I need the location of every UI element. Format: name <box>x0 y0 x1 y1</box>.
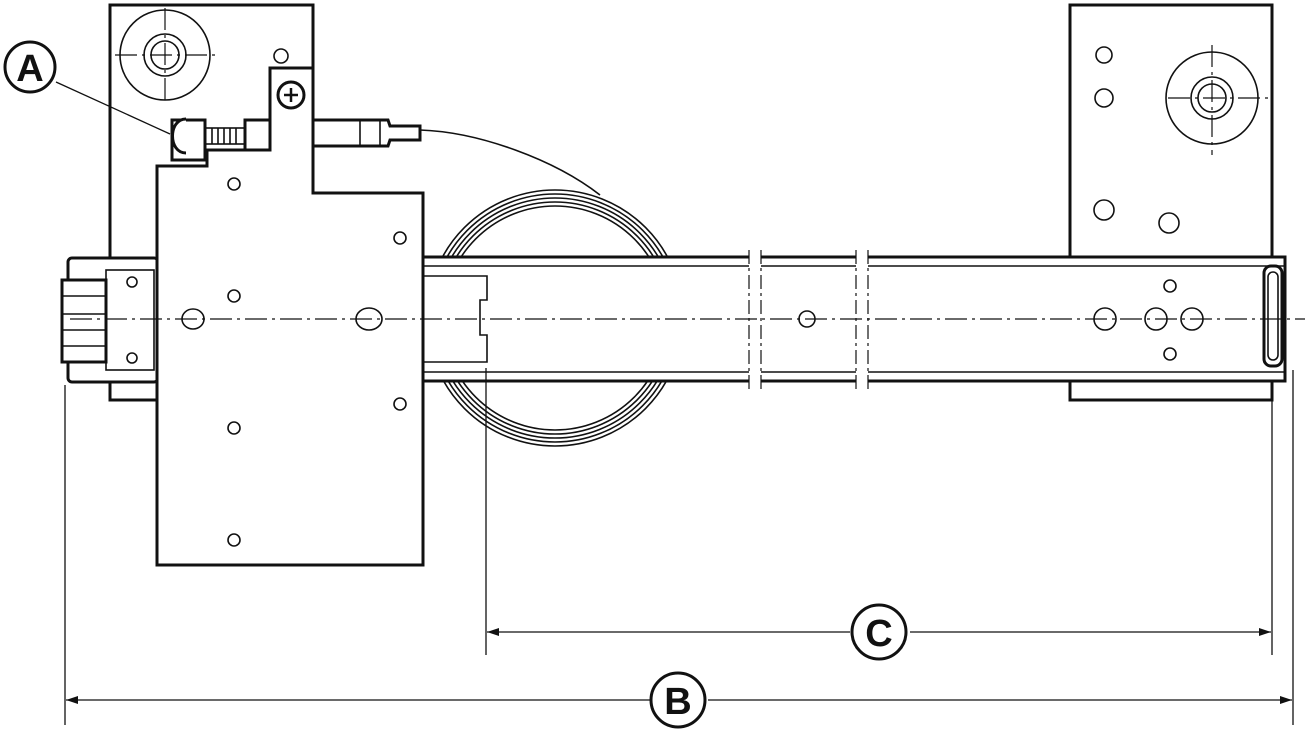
callout-c: C <box>850 603 908 661</box>
rail-break-lines <box>748 250 869 390</box>
callout-a-label: A <box>16 48 43 90</box>
cable-connector <box>311 118 422 148</box>
adjustment-screw <box>170 117 272 162</box>
rail-end-stopper <box>60 256 160 384</box>
callout-b: B <box>649 671 707 729</box>
callout-a: A <box>3 40 57 94</box>
callout-c-label: C <box>865 613 892 655</box>
callout-b-label: B <box>664 681 691 723</box>
cross-head-screw-icon <box>276 80 306 110</box>
dimension-extension-lines <box>64 368 1294 725</box>
callout-a-leader <box>55 81 171 135</box>
